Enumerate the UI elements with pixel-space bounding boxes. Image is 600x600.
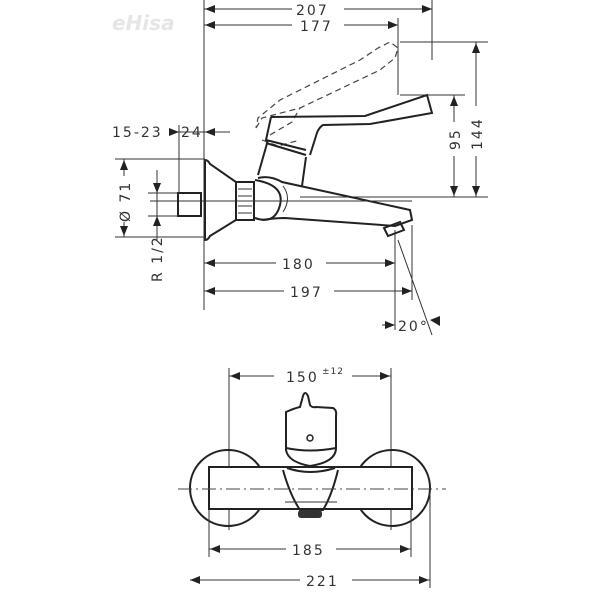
label-bg: [274, 364, 352, 384]
dim-71-label: Ø 71: [118, 181, 134, 222]
arrow: [190, 576, 200, 584]
front-view: 150 ±12 185 221: [178, 364, 446, 590]
side-view: 207 177 144 95: [112, 0, 488, 336]
label-bg: [292, 16, 344, 34]
label-bg: [292, 0, 344, 18]
dim-221-label: 221: [306, 574, 339, 590]
cartridge-base: [286, 467, 336, 473]
arrow: [169, 128, 179, 136]
arrow: [380, 372, 390, 380]
dim-r12-label: R 1/2: [150, 235, 166, 282]
wall-flange: [204, 158, 237, 242]
label-bg: [116, 176, 134, 222]
dim-207-label: 207: [296, 3, 329, 19]
cartridge-ring: [265, 142, 307, 156]
arrow: [385, 259, 395, 267]
dim-150-label: 150: [286, 370, 319, 386]
threaded-connector: [177, 192, 202, 217]
dim-95-label: 95: [448, 128, 464, 150]
label-bg: [276, 254, 326, 272]
arrow: [153, 183, 161, 193]
lever-body: [264, 116, 307, 151]
dim-144-label: 144: [470, 117, 486, 150]
indicator-dot: [306, 434, 314, 442]
aerator-front: [298, 510, 322, 518]
spout-aerator: [382, 220, 406, 238]
arrow: [205, 128, 215, 136]
mixer-body: [208, 466, 413, 510]
lever-raised-detail: [269, 107, 301, 136]
cartridge-ring-front: [285, 447, 337, 452]
arrow: [450, 96, 458, 106]
arrow: [153, 216, 161, 226]
label-bg: [286, 540, 336, 558]
arrow: [422, 5, 432, 13]
cartridge-body: [301, 156, 307, 187]
dim-177-label: 177: [300, 19, 333, 35]
dim-15-23-label: 15-23: [112, 125, 163, 141]
arrow: [230, 372, 240, 380]
arrow: [210, 545, 220, 553]
lever-raised-outline: [255, 41, 399, 129]
label-bg: [284, 282, 334, 300]
label-bg: [446, 122, 464, 156]
dim-20-label: 20°: [398, 319, 429, 335]
arrow: [388, 21, 398, 29]
arrow: [472, 186, 480, 196]
arrow: [450, 186, 458, 196]
arrow: [402, 287, 412, 295]
arrow: [205, 259, 215, 267]
label-bg: [468, 106, 486, 156]
spout-joint: [282, 185, 288, 213]
arrow: [430, 316, 440, 326]
arrow: [419, 576, 429, 584]
dim-185-label: 185: [292, 543, 325, 559]
arrow: [400, 545, 410, 553]
cartridge-body: [257, 139, 269, 176]
dim-150-tolerance: ±12: [322, 367, 344, 377]
dim-197-label: 197: [290, 285, 323, 301]
label-bg: [300, 571, 352, 589]
lever-front: [285, 392, 338, 468]
arrow: [205, 21, 215, 29]
arrow: [120, 160, 128, 170]
arrow: [205, 5, 215, 13]
arrow: [120, 226, 128, 236]
arrow: [205, 287, 215, 295]
angle-line: [397, 239, 433, 336]
arrow: [472, 43, 480, 53]
body-sphere: [254, 179, 282, 221]
watermark: eHisa: [112, 11, 175, 35]
lever-handle: [270, 93, 434, 156]
dim-180-label: 180: [282, 257, 315, 273]
dim-24-label: 24: [181, 125, 203, 141]
arrow: [385, 321, 395, 329]
